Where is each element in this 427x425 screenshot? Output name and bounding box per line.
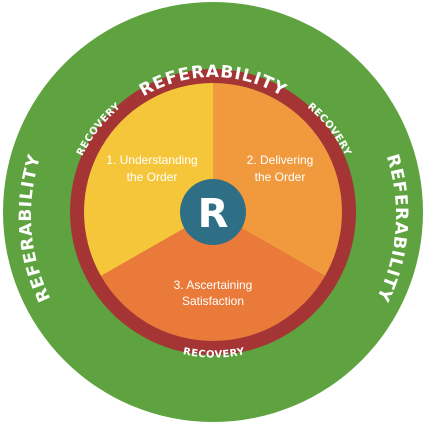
- inner-label-bottom: RECOVERY: [182, 346, 246, 360]
- center-badge: [180, 179, 246, 245]
- segment-3-label-line2: Satisfaction: [182, 294, 244, 308]
- segment-understanding: [84, 83, 213, 276]
- segment-ascertaining: [101, 212, 325, 341]
- inner-label-bottom-text: RECOVERY: [182, 346, 246, 360]
- segment-1-label-line1: 1. Understanding: [106, 153, 197, 167]
- segment-2-label-line2: the Order: [255, 170, 306, 184]
- segment-1-label-line2: the Order: [127, 170, 178, 184]
- segment-2-label-line1: 2. Delivering: [247, 153, 314, 167]
- segment-delivering: [213, 83, 342, 276]
- logo-letter: R: [198, 191, 229, 237]
- segment-3-label-line1: 3. Ascertaining: [174, 278, 253, 292]
